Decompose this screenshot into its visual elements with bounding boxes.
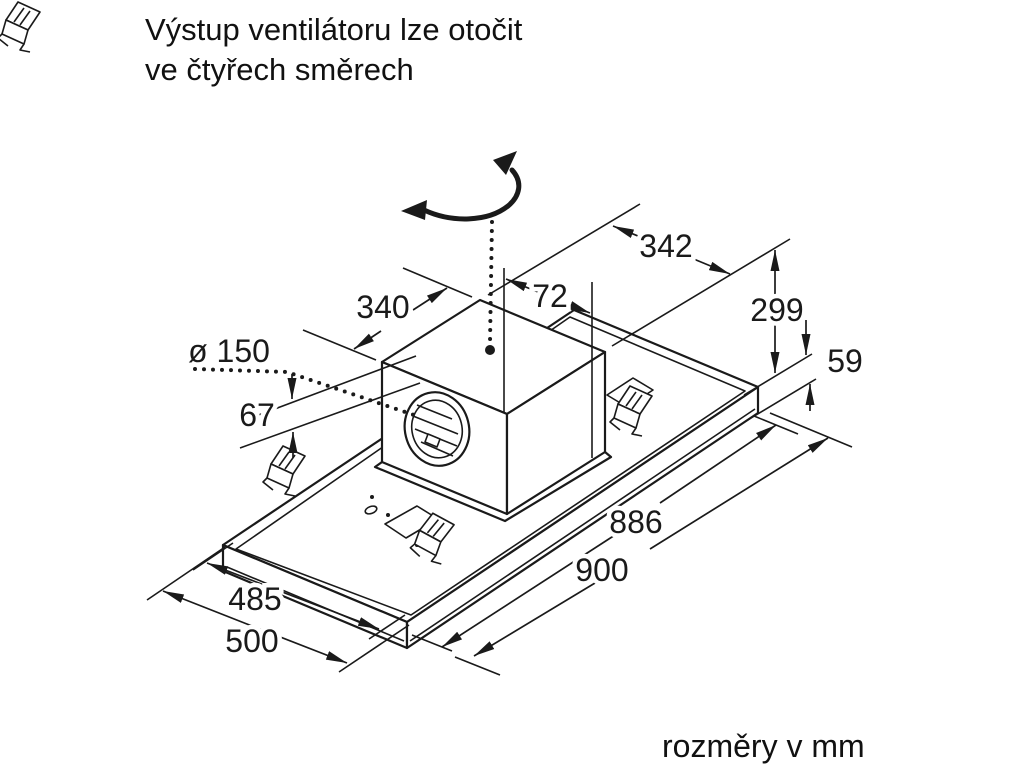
panel-hole (370, 495, 374, 499)
duct-clip (424, 433, 441, 448)
dim-label-72: 72 (532, 278, 568, 314)
rotation-arrow-icon (401, 151, 522, 355)
dimension-500 (162, 590, 348, 664)
fan-box-right-face (505, 350, 607, 516)
dim-label-67: 67 (239, 397, 275, 433)
dim-label-900: 900 (575, 552, 628, 588)
fan-box-base-flange (373, 450, 613, 523)
dimension-342 (612, 225, 731, 275)
dimension-900 (473, 437, 829, 657)
title-line1: Výstup ventilátoru lze otočit (145, 12, 523, 47)
rotation-axis-dotted-line (488, 220, 494, 344)
panel-hole (386, 513, 390, 517)
rotation-axis-point (485, 345, 495, 355)
dimension-59 (801, 320, 815, 411)
title-line2: ve čtyřech směrech (145, 52, 414, 87)
mounting-bracket (262, 445, 306, 497)
dimension-886 (441, 424, 777, 648)
dim-label-500: 500 (225, 623, 278, 659)
dimension-lines (162, 225, 829, 664)
fan-box (373, 298, 613, 523)
dimension-340 (353, 287, 448, 350)
dim-label-299: 299 (750, 292, 803, 328)
mounting-bracket (0, 1, 41, 53)
panel-slot (364, 505, 378, 515)
dimension-72 (505, 278, 591, 314)
duct-outlet (403, 391, 471, 467)
dim-label-886: 886 (609, 504, 662, 540)
dim-label-59: 59 (827, 343, 863, 379)
panel-lip-right (409, 408, 756, 642)
units-note: rozměry v mm (662, 728, 865, 764)
extension-lines (146, 203, 853, 676)
dim-label-485: 485 (228, 581, 281, 617)
dim-label-duct-diameter: ø 150 (188, 333, 270, 369)
dimension-67 (287, 374, 298, 458)
dimension-485 (206, 562, 380, 630)
dim-label-342: 342 (639, 228, 692, 264)
dim-label-340: 340 (356, 289, 409, 325)
